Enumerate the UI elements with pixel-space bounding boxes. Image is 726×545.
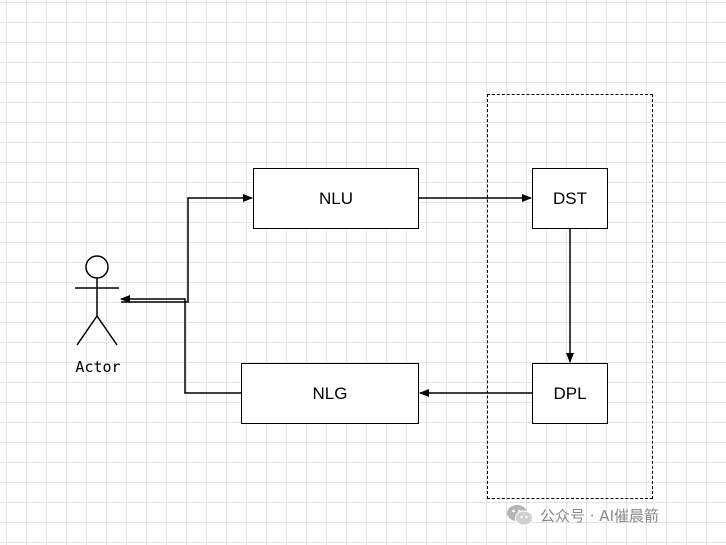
- dst-label: DST: [553, 188, 587, 208]
- nlu-node[interactable]: NLU: [253, 168, 419, 229]
- actor-figure: [75, 255, 119, 346]
- dpl-node[interactable]: DPL: [532, 363, 608, 424]
- wechat-icon: [507, 505, 533, 526]
- actor-label: Actor: [75, 358, 121, 376]
- edge-actor-to-nlu: [121, 194, 253, 303]
- edge-nlg-to-actor: [120, 295, 241, 394]
- actor-left-leg: [76, 315, 98, 346]
- dst-dpl-group-boundary: [487, 94, 653, 499]
- actor-head: [85, 255, 109, 279]
- nlg-label: NLG: [312, 383, 348, 403]
- dpl-label: DPL: [553, 383, 587, 403]
- watermark: 公众号 · AI催晨箭: [506, 503, 659, 527]
- nlg-node[interactable]: NLG: [241, 363, 419, 424]
- actor-right-leg: [96, 315, 118, 346]
- nlu-label: NLU: [318, 188, 353, 208]
- watermark-text: 公众号 · AI催晨箭: [540, 506, 659, 525]
- dst-node[interactable]: DST: [532, 168, 608, 229]
